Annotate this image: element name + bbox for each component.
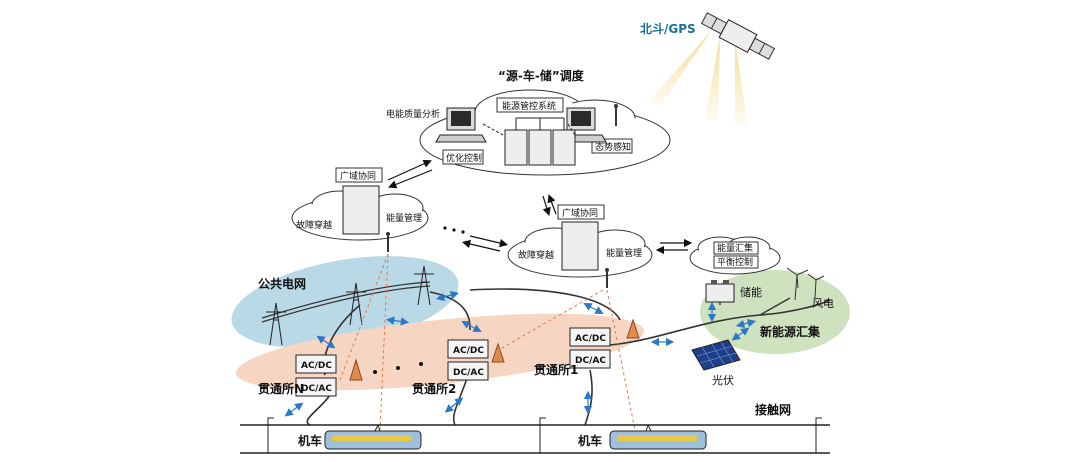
energy-cloud-line2: 平衡控制 <box>717 256 753 268</box>
converter-dcac: DC/AC <box>575 356 606 366</box>
collection-label: 新能源汇集 <box>760 324 821 339</box>
catenary-pole <box>267 417 822 453</box>
antenna-icon <box>386 232 390 252</box>
substation-n: AC/DC DC/AC <box>295 354 337 397</box>
substation-1-label: 贯通所1 <box>534 362 578 377</box>
substation-2: AC/DC DC/AC <box>447 339 489 381</box>
converter-acdc: AC/DC <box>301 361 332 371</box>
computer-icon <box>435 107 487 143</box>
regional-left-energy: 能量管理 <box>386 212 422 224</box>
situation-awareness-label: 态势感知 <box>595 141 631 153</box>
power-quality-label: 电能质量分析 <box>386 108 440 120</box>
solar-panel-icon <box>691 339 741 371</box>
converter-dcac: DC/AC <box>301 384 332 394</box>
converter-acdc: AC/DC <box>453 346 484 356</box>
antenna-icon <box>349 318 640 381</box>
locomotive-icon <box>324 424 422 450</box>
control-system-label: 能源管控系统 <box>502 100 556 112</box>
battery-storage-icon <box>705 280 735 303</box>
station-zone <box>236 313 644 391</box>
converter-dcac: DC/AC <box>453 368 484 378</box>
regional-right-energy: 能量管理 <box>606 247 642 259</box>
server-rack-icon <box>342 185 380 235</box>
locomotive-label: 机车 <box>578 433 602 448</box>
regional-left-fault: 故障穿越 <box>296 219 332 231</box>
locomotive-label: 机车 <box>298 433 322 448</box>
satellite-label: 北斗/GPS <box>640 21 696 36</box>
substation-1: AC/DC DC/AC <box>569 327 611 369</box>
converter-acdc: AC/DC <box>575 334 606 344</box>
locomotive-icon <box>609 424 707 450</box>
substation-n-label: 贯通所N <box>258 381 304 396</box>
satellite-icon <box>650 12 776 125</box>
optimize-control-label: 优化控制 <box>446 152 482 164</box>
substation-2-label: 贯通所2 <box>412 381 456 396</box>
antenna-icon <box>605 268 609 288</box>
regional-left-title: 广域协同 <box>340 170 376 182</box>
solar-label: 光伏 <box>712 373 734 387</box>
energy-cloud-line1: 能量汇集 <box>717 242 753 254</box>
transmission-tower-icon <box>266 265 434 346</box>
computer-icon <box>555 107 607 143</box>
server-rack-icon <box>504 117 576 166</box>
regional-right-fault: 故障穿越 <box>518 249 554 261</box>
grid-label: 公共电网 <box>258 276 306 291</box>
control-center-title: “源-车-储”调度 <box>498 68 585 83</box>
server-rack-icon <box>561 221 599 271</box>
wind-turbine-icon <box>786 267 825 301</box>
regional-right-title: 广域协同 <box>562 207 598 219</box>
antenna-icon <box>614 104 618 126</box>
catenary-label: 接触网 <box>755 402 791 417</box>
storage-label: 储能 <box>740 285 762 299</box>
wind-label: 风电 <box>812 297 834 310</box>
